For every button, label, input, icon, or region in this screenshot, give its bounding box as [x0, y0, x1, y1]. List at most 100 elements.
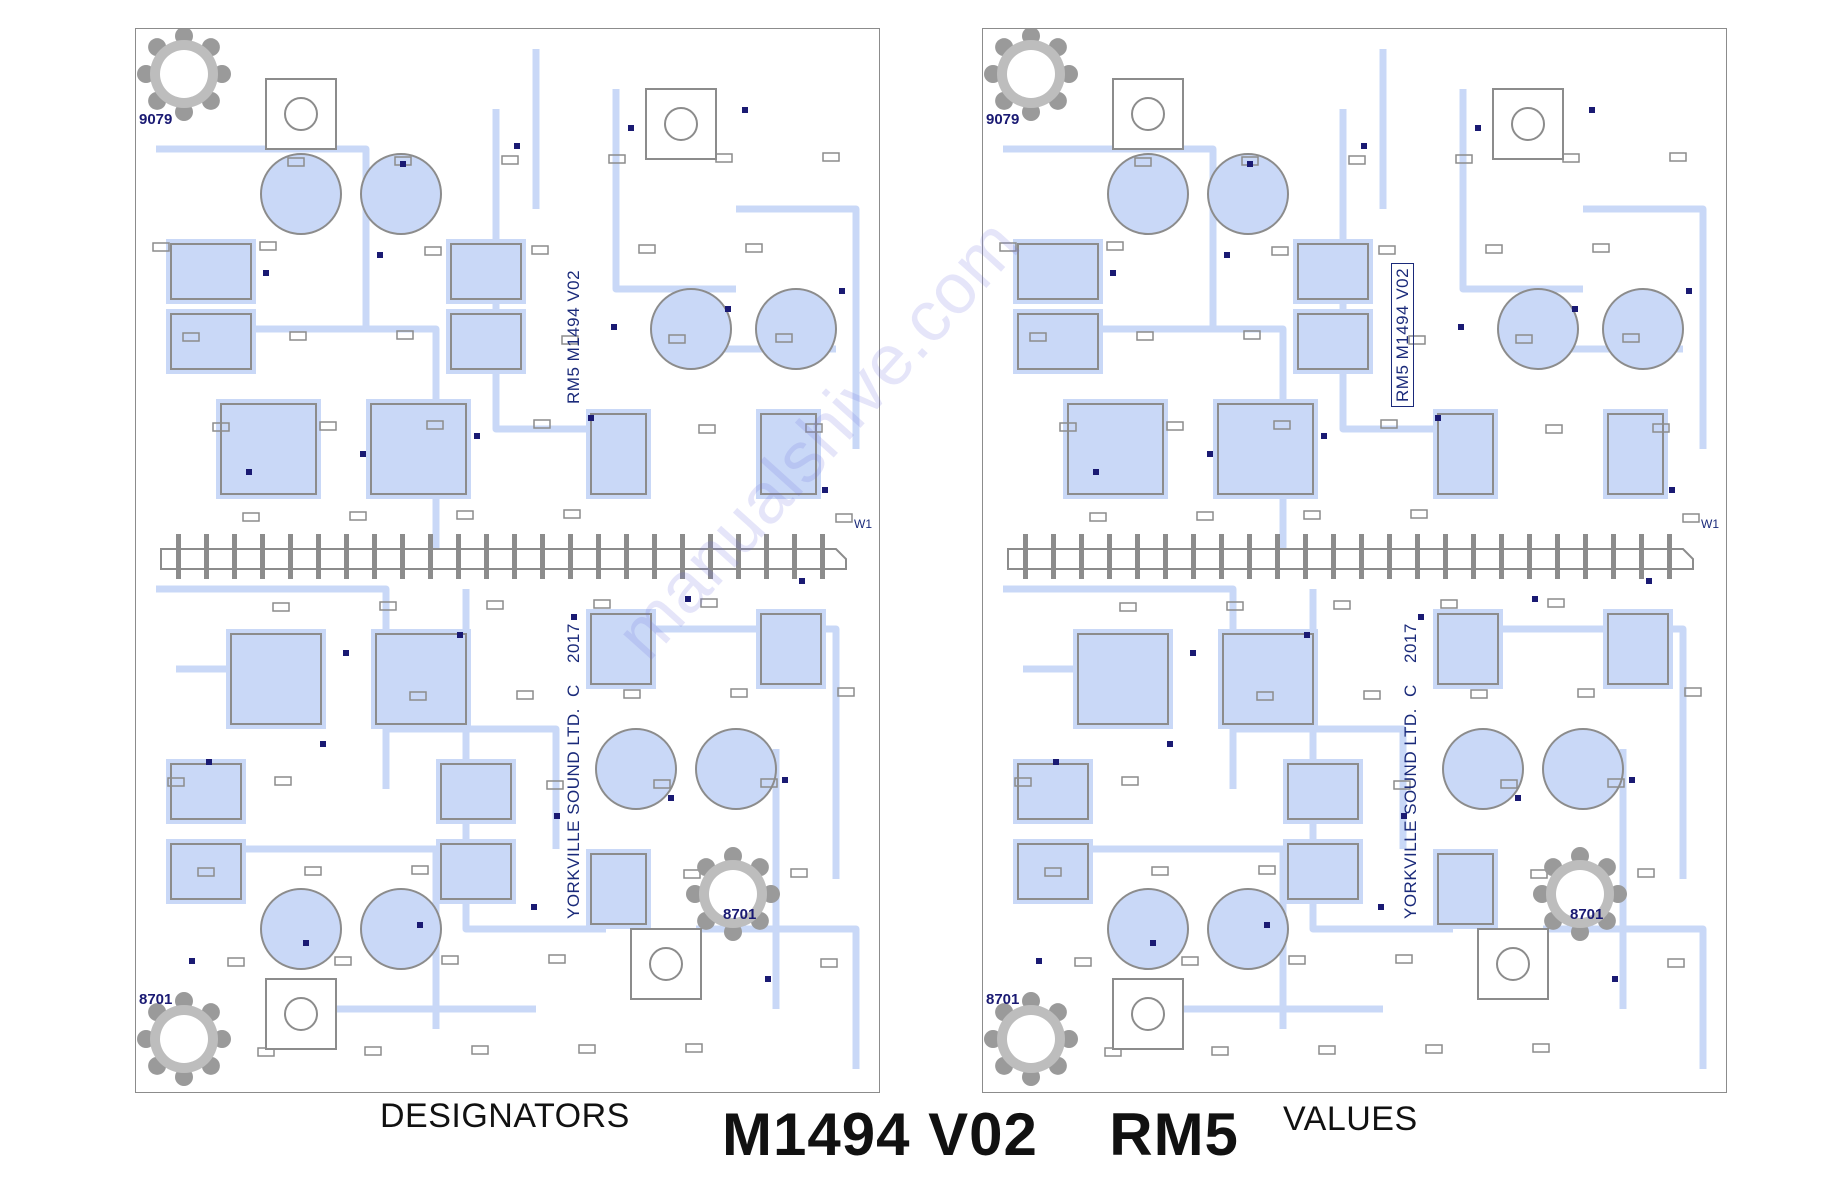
smd-pad [822, 152, 840, 162]
inductor [755, 288, 837, 370]
component-outline [220, 403, 317, 495]
copper-pour [446, 239, 526, 304]
component-outline [440, 763, 512, 820]
component-outline [1217, 403, 1314, 495]
smd-pad [1515, 334, 1533, 344]
component-outline [1437, 413, 1494, 495]
trim-pot [645, 88, 717, 160]
component-outline [450, 313, 522, 370]
smd-pad [835, 513, 853, 523]
via [1435, 415, 1441, 421]
mounting-hole-center [160, 1015, 208, 1063]
smd-pad [1440, 599, 1458, 609]
smd-pad [334, 956, 352, 966]
smd-pad [152, 242, 170, 252]
bus-pad [316, 534, 321, 579]
component-outline [1287, 763, 1359, 820]
component-outline [170, 843, 242, 900]
smd-pad [563, 509, 581, 519]
smd-pad [546, 780, 564, 790]
copper-pour [1213, 399, 1318, 499]
trim-pot-knob [284, 97, 318, 131]
copper-pour [1073, 629, 1173, 729]
smd-pad [1470, 689, 1488, 699]
copper-pour [1063, 399, 1168, 499]
via [685, 596, 691, 602]
smd-pad [1637, 868, 1655, 878]
via [1515, 795, 1521, 801]
copper-pour [366, 399, 471, 499]
via [1612, 976, 1618, 982]
smd-pad [227, 957, 245, 967]
bus-pad [1079, 534, 1084, 579]
mounting-hole-center [160, 50, 208, 98]
copper-pour [166, 839, 246, 904]
copper-pour [436, 759, 516, 824]
maker-marking: YORKVILLE SOUND LTD. [564, 708, 583, 919]
bus-pad [1415, 534, 1420, 579]
smd-pad [426, 420, 444, 430]
smd-pad [1288, 955, 1306, 965]
bus-pad [1667, 534, 1672, 579]
smd-pad [593, 599, 611, 609]
hole-label-lower-right: 8701 [723, 906, 757, 923]
pcb-panel-values: 9079 8701 8701 RM5 M1494 V02 YORKVILLE S… [982, 28, 1727, 1093]
board-marking: RM5 M1494 V02 [564, 269, 583, 404]
smd-pad [1029, 332, 1047, 342]
bus-pad [1023, 534, 1028, 579]
smd-pad [638, 244, 656, 254]
via [474, 433, 480, 439]
bus-pad [540, 534, 545, 579]
bus-bar [1007, 548, 1694, 570]
smd-pad [289, 331, 307, 341]
smd-pad [730, 688, 748, 698]
component-outline [375, 633, 467, 725]
mounting-hole-center [1007, 1015, 1055, 1063]
smd-pad [1395, 954, 1413, 964]
year-marking: 2017 [1401, 623, 1420, 663]
via [1589, 107, 1595, 113]
copper-trace [492, 109, 596, 433]
bus-pad [820, 534, 825, 579]
smd-pad [1196, 511, 1214, 521]
pcb-artwork [137, 29, 860, 1086]
component-outline [1437, 853, 1494, 925]
copper-trace [1483, 625, 1687, 879]
via [1264, 922, 1270, 928]
mounting-hole-center [1007, 50, 1055, 98]
smd-pad [775, 333, 793, 343]
title-version: V02 [928, 1101, 1038, 1168]
smd-pad [1151, 866, 1169, 876]
via [263, 270, 269, 276]
smd-pad [1348, 155, 1366, 165]
bus-pad [456, 534, 461, 579]
via [822, 487, 828, 493]
bus-pad [1191, 534, 1196, 579]
smd-pad [1669, 152, 1687, 162]
bus-pad [764, 534, 769, 579]
smd-pad [1256, 691, 1274, 701]
smd-pad [1211, 1046, 1229, 1056]
inductor [1602, 288, 1684, 370]
via [1418, 614, 1424, 620]
pcb-artwork [984, 29, 1707, 1086]
via [417, 922, 423, 928]
via [1378, 904, 1384, 910]
copper-pour [1013, 239, 1103, 304]
jumper-label: W1 [854, 517, 872, 531]
smd-pad [1378, 245, 1396, 255]
copper-pour [586, 849, 651, 929]
bus-pad [1163, 534, 1168, 579]
smd-pad [1119, 602, 1137, 612]
bus-pad [1555, 534, 1560, 579]
bus-pad [1331, 534, 1336, 579]
via [1458, 324, 1464, 330]
via [343, 650, 349, 656]
smd-pad [1134, 157, 1152, 167]
bus-pad [1303, 534, 1308, 579]
component-outline [1017, 243, 1099, 300]
via [611, 324, 617, 330]
smd-pad [272, 602, 290, 612]
bus-pad [512, 534, 517, 579]
via [1167, 741, 1173, 747]
